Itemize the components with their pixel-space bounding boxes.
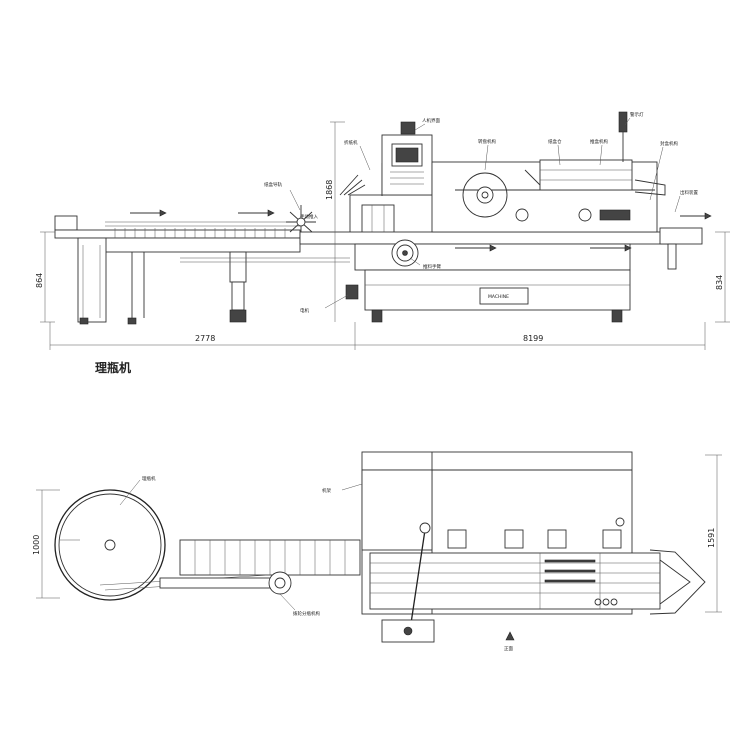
label-seal-unit: 封盒机构: [660, 140, 678, 147]
dim-total-height: 1868: [325, 180, 334, 200]
label-warning-light: 警示灯: [630, 111, 644, 118]
star-wheel: [286, 205, 316, 238]
dim-right-length: 8199: [523, 334, 543, 343]
label-feed-wheel: 拨轮分瓶机构: [293, 610, 320, 617]
label-tube-unit: 折纸机: [344, 139, 358, 146]
top-dimensions: [36, 454, 722, 613]
carton-station: [431, 111, 666, 233]
top-view: 理瓶机 拨轮分瓶机构: [32, 451, 722, 652]
dim-right-width: 1591: [707, 528, 716, 548]
dim-left-width: 1000: [32, 535, 41, 555]
dim-left-length: 2778: [195, 334, 215, 343]
label-cylinder-unit: 转盘机构: [478, 138, 496, 145]
side-dimensions: [40, 121, 730, 350]
label-rotary-table: 理瓶机: [142, 475, 156, 482]
cartoner-body: MACHINE: [299, 111, 712, 323]
label-front: 正面: [504, 646, 513, 652]
label-touch-screen: 人机界面: [422, 117, 440, 124]
label-bottle-feeder: 理瓶机: [95, 360, 131, 375]
label-exit-guard: 出料装置: [680, 189, 698, 196]
label-hand-guard: 手动推入: [300, 213, 318, 220]
dim-left-height: 864: [35, 273, 44, 288]
front-arrow: [505, 631, 515, 641]
svg-text:MACHINE: MACHINE: [488, 294, 509, 300]
drive-wheel: [391, 239, 419, 267]
label-main-line: 推盒机构: [590, 138, 608, 145]
label-carton-magazine: 纸盒仓: [548, 138, 562, 145]
label-motor-unit: 电机: [300, 307, 309, 314]
side-view: MACHINE: [35, 111, 730, 375]
feeder-conveyor: [54, 205, 350, 325]
side-leaders: [289, 117, 681, 309]
rotary-table: [54, 479, 166, 601]
top-frame: [341, 451, 706, 643]
dim-right-height: 834: [715, 275, 724, 290]
label-pusher: 推料手臂: [423, 263, 441, 270]
label-carton-inlet: 纸盒导轨: [264, 181, 282, 188]
control-panel: [381, 121, 433, 196]
label-frame: 机架: [322, 487, 331, 494]
top-conveyor: [99, 539, 361, 611]
